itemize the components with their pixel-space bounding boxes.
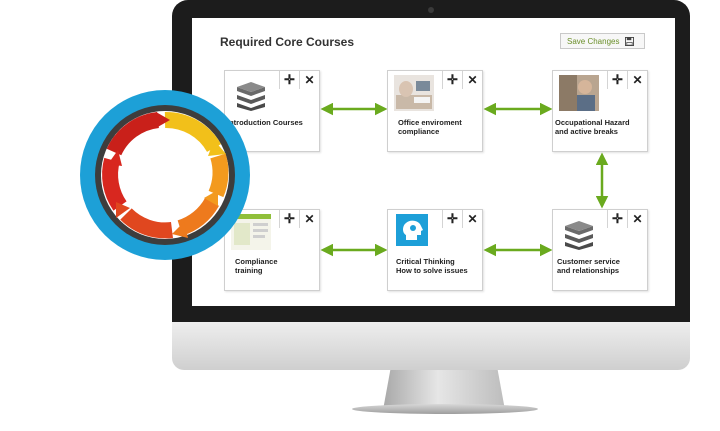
- course-connectors: [320, 102, 609, 257]
- worker-photo: [559, 75, 599, 111]
- course-card-customer[interactable]: ✛ ✕ Customer service and relationships: [552, 209, 648, 291]
- monitor-stand: [383, 370, 505, 410]
- close-icon[interactable]: ✕: [627, 210, 647, 228]
- course-card-label: Occupational Hazard and active breaks: [555, 118, 630, 137]
- save-changes-label: Save Changes: [567, 36, 620, 46]
- course-card-compliance[interactable]: ✛ ✕ Compliance training: [224, 209, 320, 291]
- move-icon[interactable]: ✛: [442, 210, 462, 228]
- monitor-base: [352, 404, 538, 414]
- document-thumbnail: [231, 214, 271, 250]
- course-card-label: Customer service and relationships: [557, 257, 620, 276]
- close-icon[interactable]: ✕: [462, 210, 482, 228]
- monitor-screen: Required Core Courses Save Changes: [192, 18, 675, 306]
- course-card-label: Introduction Courses: [227, 118, 303, 127]
- office-photo: [394, 75, 434, 111]
- move-icon[interactable]: ✛: [279, 210, 299, 228]
- cycle-arrows-icon: [95, 105, 235, 245]
- move-icon[interactable]: ✛: [607, 210, 627, 228]
- course-card-intro[interactable]: ✛ ✕ Introduction Courses: [224, 70, 320, 152]
- move-icon[interactable]: ✛: [442, 71, 462, 89]
- close-icon[interactable]: ✕: [627, 71, 647, 89]
- move-icon[interactable]: ✛: [279, 71, 299, 89]
- course-card-label: Critical Thinking How to solve issues: [396, 257, 468, 276]
- webcam-icon: [428, 7, 434, 13]
- move-icon[interactable]: ✛: [607, 71, 627, 89]
- floppy-disk-icon: [625, 36, 635, 46]
- monitor-chin: [172, 322, 690, 370]
- page-title: Required Core Courses: [220, 35, 355, 49]
- course-card-office[interactable]: ✛ ✕ Office enviroment compliance: [387, 70, 483, 152]
- save-changes-button[interactable]: Save Changes: [560, 33, 645, 49]
- head-gear-icon: [396, 214, 428, 246]
- learning-cycle-badge: [80, 90, 250, 260]
- course-card-label: Office enviroment compliance: [398, 118, 462, 137]
- book-stack-icon: [237, 82, 265, 111]
- course-card-hazard[interactable]: ✛ ✕ Occupational Hazard and active break…: [552, 70, 648, 152]
- close-icon[interactable]: ✕: [299, 210, 319, 228]
- close-icon[interactable]: ✕: [299, 71, 319, 89]
- course-card-label: Compliance training: [235, 257, 278, 276]
- book-stack-icon: [565, 221, 593, 250]
- course-card-critical[interactable]: ✛ ✕ Critical Thinking How to solve issue…: [387, 209, 483, 291]
- close-icon[interactable]: ✕: [462, 71, 482, 89]
